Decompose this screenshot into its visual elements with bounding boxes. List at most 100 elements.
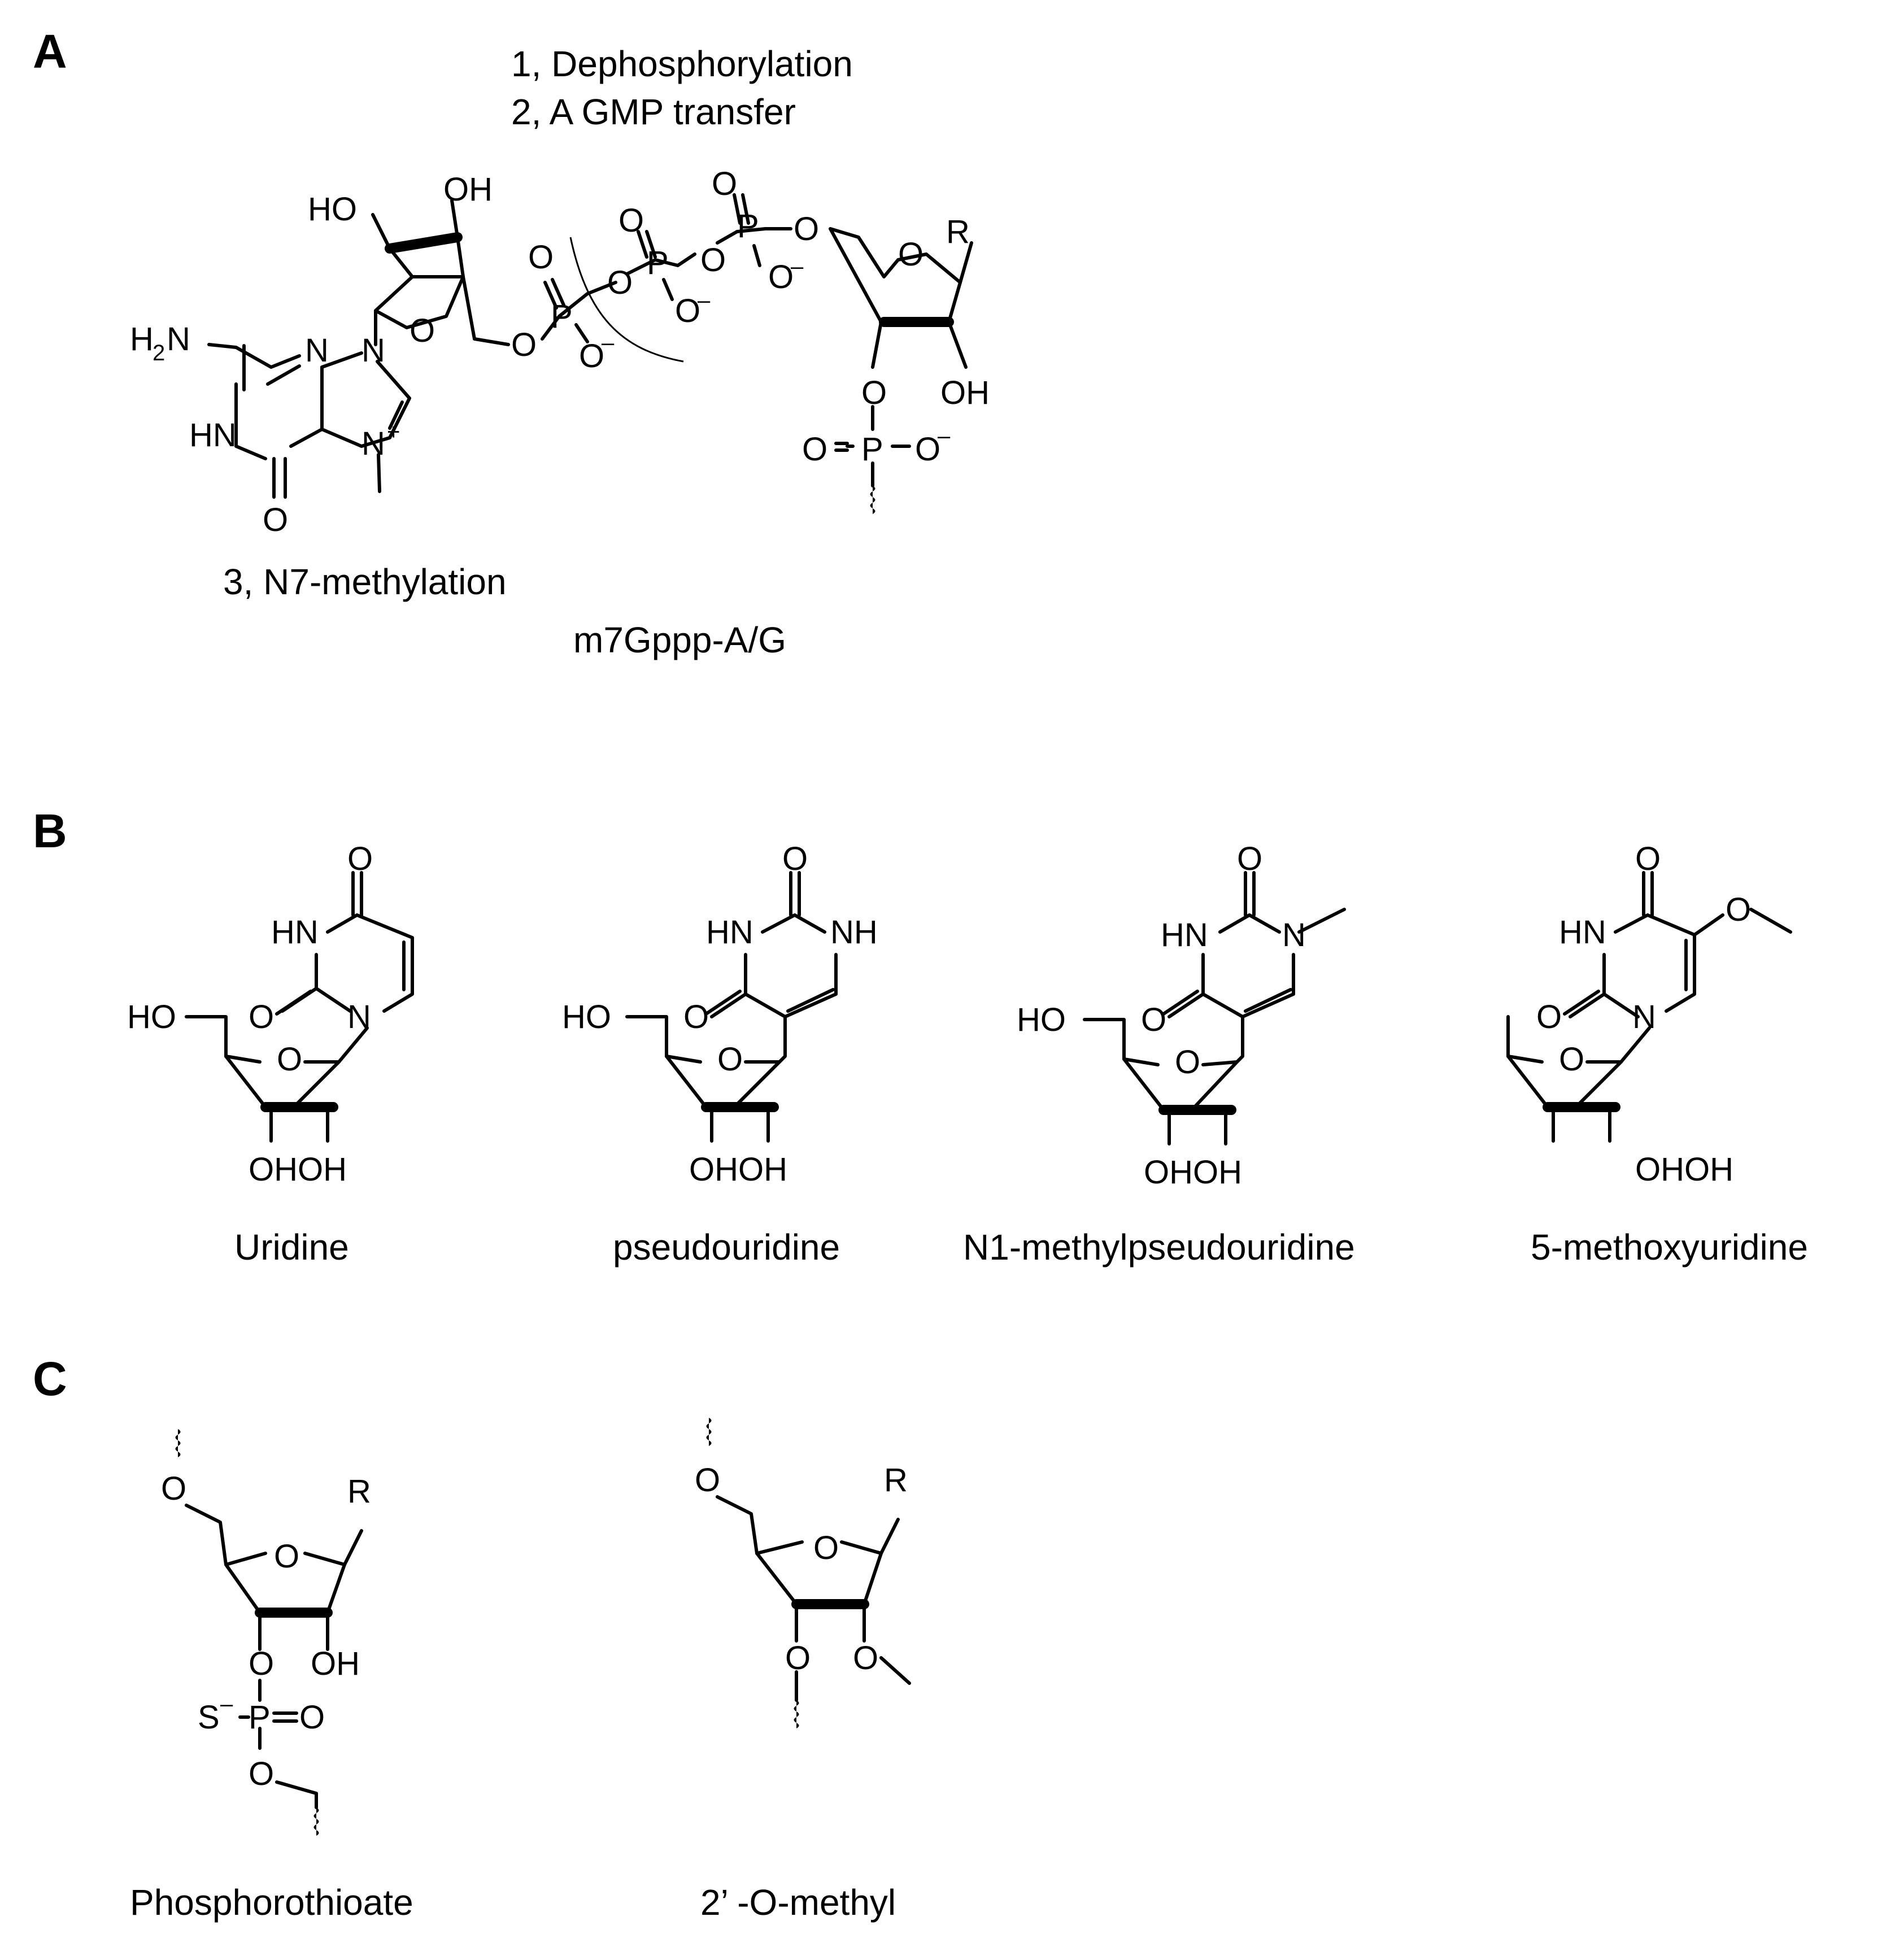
svg-text:N: N — [305, 332, 329, 369]
svg-text:N: N — [1282, 917, 1306, 953]
svg-text:O: O — [161, 1470, 186, 1507]
svg-text:R: R — [347, 1473, 371, 1510]
svg-text:N: N — [1632, 999, 1656, 1035]
5-methoxyuridine-atom-labels: O HN O O N O OHOH 5-methoxyuridine — [1531, 840, 1808, 1268]
svg-text:O: O — [579, 338, 604, 374]
pseudouridine-caption: pseudouridine — [613, 1227, 840, 1268]
svg-text:O: O — [1559, 1041, 1584, 1078]
svg-text:O: O — [915, 431, 940, 468]
pseudouridine-structure — [625, 871, 838, 1143]
svg-text:O: O — [263, 502, 288, 538]
svg-text:O: O — [861, 374, 887, 411]
svg-text:O: O — [277, 1041, 302, 1078]
svg-text:O: O — [1237, 840, 1262, 877]
svg-text:O: O — [853, 1640, 878, 1676]
svg-text:O: O — [607, 264, 633, 301]
svg-text:O: O — [249, 1645, 274, 1682]
svg-text:N: N — [361, 425, 385, 462]
svg-text:HO: HO — [127, 999, 176, 1035]
svg-text:O: O — [528, 239, 554, 276]
svg-text:OHOH: OHOH — [1144, 1154, 1242, 1191]
svg-text:O: O — [683, 999, 709, 1035]
svg-text:R: R — [946, 214, 970, 250]
uridine-caption: Uridine — [234, 1227, 349, 1268]
m7gppp-label: m7Gppp-A/G — [573, 620, 786, 660]
step-3-label: 3, N7-methylation — [223, 561, 507, 602]
svg-text:–: – — [791, 254, 804, 279]
uridine-atom-labels: O HN O N HO O OHOH Uridine — [127, 840, 373, 1268]
panel-a-label: A — [33, 25, 67, 78]
svg-text:HO: HO — [562, 999, 611, 1035]
svg-text:O: O — [700, 242, 726, 278]
svg-text:S: S — [198, 1699, 220, 1736]
svg-text:HN: HN — [1559, 914, 1606, 951]
svg-text:OH: OH — [940, 374, 990, 411]
n1-methylpseudouridine-structure — [1083, 871, 1346, 1145]
panel-c: C O R O O OH S – P O O Phosphorothioate — [33, 1352, 911, 1923]
5-methoxyuridine-structure — [1506, 871, 1792, 1143]
svg-text:–: – — [220, 1692, 233, 1717]
svg-text:P: P — [647, 245, 669, 281]
panel-c-label: C — [33, 1352, 67, 1405]
svg-text:–: – — [698, 288, 711, 313]
svg-text:O: O — [347, 840, 373, 877]
svg-text:N: N — [347, 999, 371, 1035]
svg-text:P: P — [551, 298, 573, 335]
n1-methylpseudouridine-caption: N1-methylpseudouridine — [963, 1227, 1355, 1268]
2-o-methyl-atom-labels: O R O O O 2’ -O-methyl — [695, 1462, 908, 1923]
5-methoxyuridine-caption: 5-methoxyuridine — [1531, 1227, 1808, 1268]
panel-b: B O HN O N HO O OHOH Uridine O HN — [33, 804, 1808, 1268]
svg-text:O: O — [813, 1530, 839, 1566]
svg-text:O: O — [511, 326, 537, 363]
uridine-structure — [185, 871, 414, 1143]
svg-text:N: N — [167, 321, 190, 358]
svg-text:O: O — [782, 840, 808, 877]
svg-text:NH: NH — [830, 914, 878, 951]
2-o-methyl-caption: 2’ -O-methyl — [700, 1882, 896, 1923]
svg-text:OHOH: OHOH — [249, 1151, 347, 1188]
svg-text:O: O — [618, 202, 644, 239]
m7gppp-structure — [207, 193, 973, 514]
svg-text:O: O — [675, 293, 700, 329]
svg-text:O: O — [410, 312, 435, 349]
svg-text:OH: OH — [443, 171, 493, 208]
svg-text:N: N — [361, 332, 385, 369]
svg-text:O: O — [1726, 891, 1751, 928]
panel-b-label: B — [33, 804, 67, 857]
svg-text:–: – — [938, 424, 951, 448]
svg-text:P: P — [861, 431, 883, 468]
svg-text:O: O — [768, 259, 794, 295]
svg-text:–: – — [602, 330, 615, 355]
svg-text:+: + — [387, 420, 400, 445]
n1-methylpseudouridine-atom-labels: O HN N O HO O OHOH N1-methylpseudouridin… — [963, 840, 1355, 1268]
panel-a: A 1, Dephosphorylation 2, A GMP transfer… — [33, 25, 990, 660]
svg-text:HO: HO — [308, 191, 357, 228]
svg-text:HN: HN — [1161, 917, 1208, 953]
svg-text:O: O — [717, 1041, 743, 1078]
svg-text:H: H — [130, 321, 154, 358]
svg-text:HN: HN — [189, 417, 237, 454]
svg-text:R: R — [884, 1462, 908, 1499]
svg-text:O: O — [249, 1756, 274, 1792]
svg-text:OHOH: OHOH — [1635, 1151, 1733, 1188]
m7gppp-atom-labels: H 2 N N HN O N N + HO OH O O O P O – O O… — [130, 165, 990, 538]
2-o-methyl-structure — [706, 1418, 911, 1728]
svg-text:O: O — [274, 1538, 299, 1575]
svg-text:O: O — [1175, 1044, 1200, 1081]
pseudouridine-atom-labels: O HN NH O HO O OHOH pseudouridine — [562, 840, 878, 1268]
step-2-label: 2, A GMP transfer — [511, 92, 796, 132]
svg-text:O: O — [1635, 840, 1661, 877]
svg-text:O: O — [1141, 1001, 1166, 1038]
svg-text:HO: HO — [1017, 1001, 1066, 1038]
svg-text:O: O — [249, 999, 274, 1035]
svg-text:O: O — [712, 165, 737, 202]
svg-text:O: O — [1536, 999, 1562, 1035]
svg-text:P: P — [737, 208, 759, 245]
phosphorothioate-caption: Phosphorothioate — [130, 1882, 413, 1923]
svg-text:O: O — [785, 1640, 811, 1676]
phosphorothioate-atom-labels: O R O O OH S – P O O Phosphorothioate — [130, 1470, 413, 1923]
svg-text:2: 2 — [153, 341, 165, 365]
svg-text:P: P — [249, 1699, 271, 1736]
svg-text:O: O — [695, 1462, 720, 1499]
